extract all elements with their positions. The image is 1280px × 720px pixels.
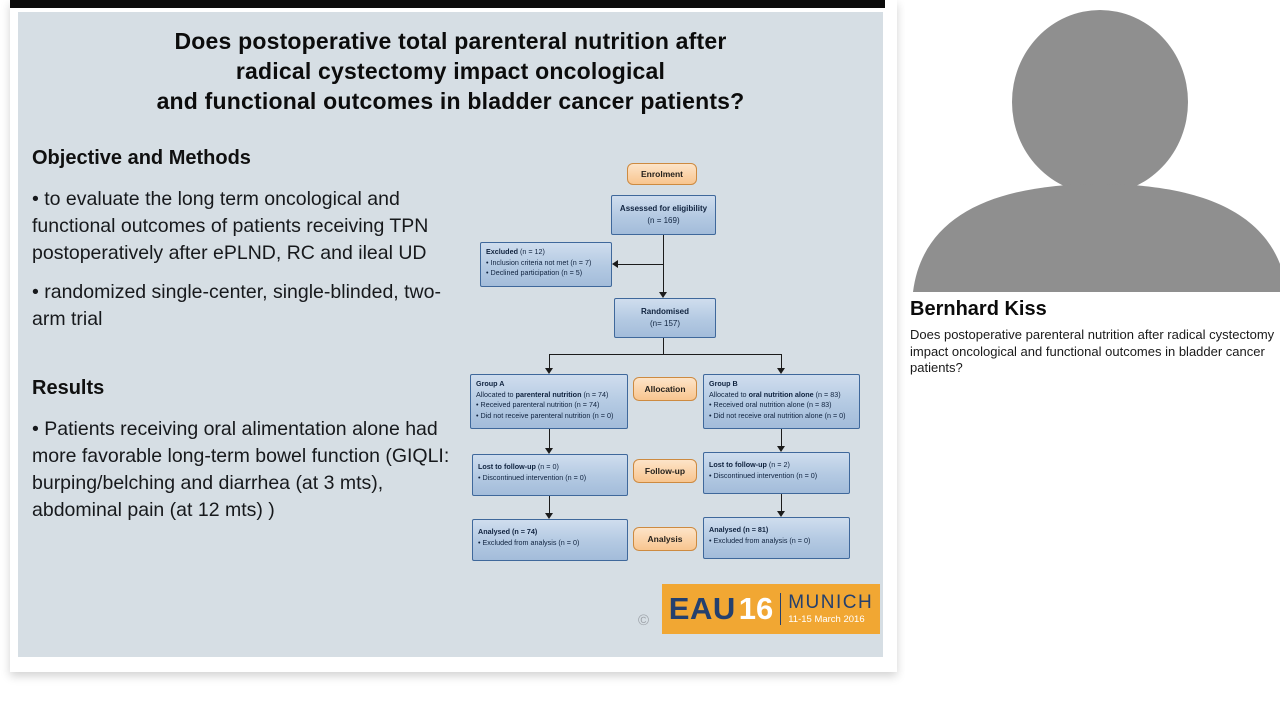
flow-box-assessed-n: (n = 169) xyxy=(647,216,680,225)
logo-city-text: MUNICH xyxy=(788,592,874,614)
connector-line xyxy=(663,338,664,354)
flow-box-randomised-n: (n= 157) xyxy=(649,319,681,328)
flow-box-analysed-a: Analysed (n = 74) • Excluded from analys… xyxy=(472,519,628,561)
connector-line xyxy=(549,429,550,449)
flow-box-group-b-allocation: Allocated to oral nutrition alone (n = 8… xyxy=(709,389,841,399)
connector-line xyxy=(549,354,550,369)
connector-line xyxy=(549,354,781,355)
flow-box-group-a-title: Group A xyxy=(476,379,505,388)
stage-label-analysis: Analysis xyxy=(633,527,697,551)
stage-label-followup: Follow-up xyxy=(633,459,697,483)
speaker-avatar-silhouette xyxy=(913,10,1280,292)
flow-box-lost-a: Lost to follow-up (n = 0) • Discontinued… xyxy=(472,454,628,496)
video-letterbox-bar xyxy=(10,0,885,8)
arrowhead-down-icon xyxy=(545,448,553,454)
results-heading: Results xyxy=(32,377,105,399)
flow-box-group-a-bullet: • Did not receive parenteral nutrition (… xyxy=(476,410,614,420)
speaker-description: Does postoperative parenteral nutrition … xyxy=(910,327,1275,375)
connector-line xyxy=(663,235,664,295)
flow-box-group-b-bullet: • Received oral nutrition alone (n = 83) xyxy=(709,400,832,409)
flow-box-analysed-b: Analysed (n = 81) • Excluded from analys… xyxy=(703,517,850,559)
logo-divider xyxy=(780,593,782,625)
logo-year-text: 16 xyxy=(738,591,774,626)
connector-line xyxy=(781,354,782,369)
arrowhead-down-icon xyxy=(777,511,785,517)
flow-box-lost-b: Lost to follow-up (n = 2) • Discontinued… xyxy=(703,452,850,494)
flow-box-analysed-b-bullet: • Excluded from analysis (n = 0) xyxy=(709,535,811,545)
consort-flow-diagram: Enrolment Allocation Follow-up Analysis … xyxy=(450,139,882,609)
slide-title: Does postoperative total parenteral nutr… xyxy=(18,26,883,116)
slide-viewer-card: Does postoperative total parenteral nutr… xyxy=(10,0,897,672)
slide-text-column: Objective and Methods • to evaluate the … xyxy=(32,147,456,524)
copyright-watermark: © xyxy=(638,612,650,629)
speaker-panel: Bernhard Kiss Does postoperative parente… xyxy=(905,0,1280,720)
flow-box-analysed-a-bullet: • Excluded from analysis (n = 0) xyxy=(478,537,580,547)
arrowhead-down-icon xyxy=(659,292,667,298)
flow-box-group-a-bullet: • Received parenteral nutrition (n = 74) xyxy=(476,400,600,409)
connector-line xyxy=(781,494,782,512)
slide-title-line: Does postoperative total parenteral nutr… xyxy=(174,28,727,54)
flow-box-lost-b-title: Lost to follow-up (n = 2) xyxy=(709,460,790,469)
flow-box-assessed-title: Assessed for eligibility xyxy=(619,204,708,213)
connector-line xyxy=(618,264,664,265)
stage-label-enrolment: Enrolment xyxy=(627,163,697,185)
flow-box-group-a: Group A Allocated to parenteral nutritio… xyxy=(470,374,628,429)
flow-box-group-b-title: Group B xyxy=(709,379,738,388)
flow-box-lost-b-bullet: • Discontinued intervention (n = 0) xyxy=(709,470,818,480)
objective-bullet: • to evaluate the long term oncological … xyxy=(32,188,429,264)
connector-line xyxy=(781,429,782,447)
logo-eau-text: EAU xyxy=(668,591,736,626)
slide-title-line: radical cystectomy impact oncological xyxy=(235,58,666,84)
slide-title-line: and functional outcomes in bladder cance… xyxy=(156,88,745,114)
stage-label-allocation: Allocation xyxy=(633,377,697,401)
flow-box-assessed: Assessed for eligibility (n = 169) xyxy=(611,195,716,235)
arrowhead-down-icon xyxy=(545,368,553,374)
flow-box-excluded-title: Excluded (n = 12) xyxy=(486,247,545,256)
results-bullet: • Patients receiving oral alimentation a… xyxy=(32,418,450,521)
flow-box-randomised-title: Randomised xyxy=(640,307,689,316)
flow-box-randomised: Randomised (n= 157) xyxy=(614,298,716,338)
arrowhead-down-icon xyxy=(777,446,785,452)
flow-box-excluded-bullet: • Declined participation (n = 5) xyxy=(486,268,583,277)
connector-line xyxy=(549,496,550,514)
flow-box-analysed-a-title: Analysed (n = 74) xyxy=(478,527,538,536)
arrowhead-down-icon xyxy=(777,368,785,374)
arrowhead-left-icon xyxy=(612,260,618,268)
flow-box-group-b-bullet: • Did not receive oral nutrition alone (… xyxy=(709,410,846,420)
flow-box-lost-a-bullet: • Discontinued intervention (n = 0) xyxy=(478,472,587,482)
flow-box-group-a-allocation: Allocated to parenteral nutrition (n = 7… xyxy=(476,389,609,399)
flow-box-excluded: Excluded (n = 12) • Inclusion criteria n… xyxy=(480,242,612,287)
flow-box-analysed-b-title: Analysed (n = 81) xyxy=(709,525,769,534)
presentation-slide: Does postoperative total parenteral nutr… xyxy=(18,12,883,657)
arrowhead-down-icon xyxy=(545,513,553,519)
flow-box-group-b: Group B Allocated to oral nutrition alon… xyxy=(703,374,860,429)
flow-box-excluded-bullet: • Inclusion criteria not met (n = 7) xyxy=(486,257,592,267)
objective-heading: Objective and Methods xyxy=(32,147,251,169)
speaker-name: Bernhard Kiss xyxy=(910,298,1047,320)
objective-bullet: • randomized single-center, single-blind… xyxy=(32,281,441,330)
flow-box-lost-a-title: Lost to follow-up (n = 0) xyxy=(478,462,559,471)
logo-dates-text: 11-15 March 2016 xyxy=(788,614,865,626)
